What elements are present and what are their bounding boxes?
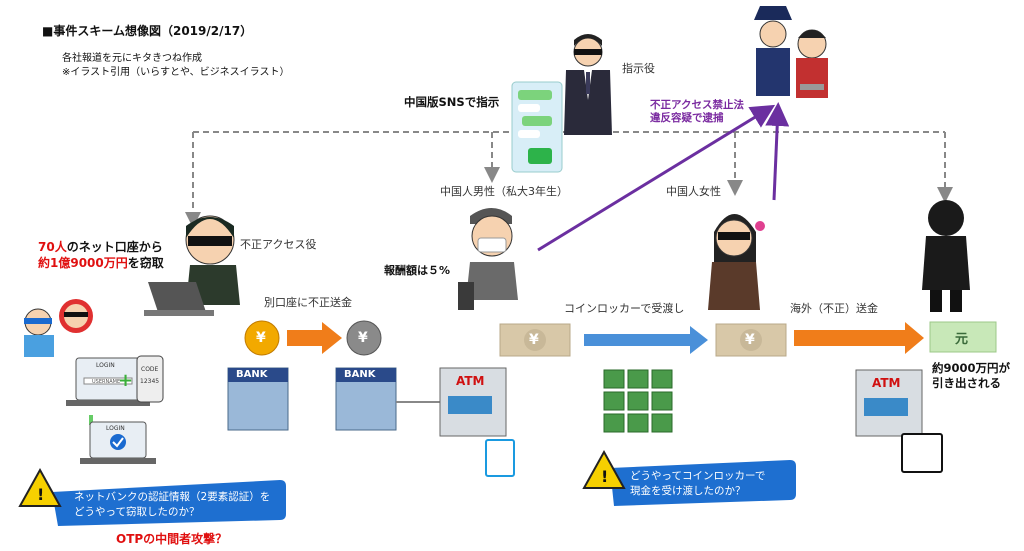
question-2-line-1: どうやってコインロッカーで xyxy=(630,470,766,482)
theft-line-2: 約1億9000万円を窃取 xyxy=(38,254,164,271)
coin-lockers xyxy=(603,369,673,433)
atm-machines xyxy=(439,367,923,437)
page-title: ■事件スキーム想像図（2019/2/17） xyxy=(42,24,253,38)
reward-label: 報酬額は５% xyxy=(384,264,451,277)
question-2-line-2: 現金を受け渡したのか？ xyxy=(630,485,746,497)
code-label: CODE xyxy=(141,366,159,373)
login-screen-icon: LOGIN xyxy=(96,362,115,369)
atm-icon: ATM xyxy=(456,374,485,388)
stolen-amount: 約1億9000万円 xyxy=(38,256,128,270)
two-factor-devices xyxy=(66,355,164,464)
card-icons xyxy=(485,433,943,477)
director-label: 指示役 xyxy=(622,62,655,75)
username-field: USERNAME xyxy=(92,379,121,385)
banknote-icon: ¥ xyxy=(745,332,755,348)
bank-buildings xyxy=(227,367,397,431)
transfer-label: 別口座に不正送金 xyxy=(264,296,352,309)
cash-flow xyxy=(499,321,997,357)
bank-icon: BANK xyxy=(344,369,376,380)
transfer-flow xyxy=(244,320,382,356)
sns-label: 中国版SNSで指示 xyxy=(404,95,500,109)
warning-mark: ! xyxy=(601,467,609,486)
code-number: 12345 xyxy=(140,378,160,385)
source-note-2: ※イラスト引用（いらすとや、ビジネスイラスト） xyxy=(62,67,290,78)
banknote-icon: ¥ xyxy=(529,332,539,348)
question-1-line-2: どうやって窃取したのか？ xyxy=(74,506,200,518)
yen-coin-icon: ¥ xyxy=(358,330,368,346)
arrest-arrows xyxy=(537,102,790,252)
hacker-figure xyxy=(144,215,240,316)
warning-mark: ! xyxy=(37,485,45,504)
theft-line-2-rest: を窃取 xyxy=(127,256,164,270)
plus-icon: + xyxy=(118,370,134,391)
hacker-label: 不正アクセス役 xyxy=(240,238,317,251)
arrest-label-2: 違反容疑で逮捕 xyxy=(650,112,724,124)
chat-app xyxy=(511,81,563,173)
login-screen-icon: LOGIN xyxy=(106,425,125,432)
overseas-receiver-figure xyxy=(922,200,970,312)
arrest-label-1: 不正アクセス禁止法 xyxy=(650,99,744,111)
victim-figures xyxy=(24,299,93,357)
police-arrest-figure xyxy=(754,6,828,98)
atm-icon: ATM xyxy=(872,376,901,390)
victim-count: 70人 xyxy=(38,240,67,254)
female-courier-figure xyxy=(708,214,765,310)
instruction-lines xyxy=(185,131,953,228)
director-figure xyxy=(564,34,612,135)
overseas-label: 海外（不正）送金 xyxy=(790,302,878,315)
female-courier-label: 中国人女性 xyxy=(666,185,721,198)
yuan-note-icon: 元 xyxy=(955,332,969,347)
warning-icon xyxy=(18,449,626,507)
source-note-1: 各社報道を元にキタきつね作成 xyxy=(62,53,202,64)
yen-coin-icon: ¥ xyxy=(256,330,266,346)
withdraw-label-2: 引き出される xyxy=(932,376,1001,390)
theft-line-1-rest: のネット口座から xyxy=(66,240,163,254)
theft-line-1: 70人のネット口座から xyxy=(38,238,163,255)
male-courier-label: 中国人男性（私大3年生） xyxy=(440,185,568,198)
male-courier-figure xyxy=(458,208,518,310)
bank-icon: BANK xyxy=(236,369,268,380)
question-1-line-1: ネットバンクの認証情報（2要素認証）を xyxy=(74,491,271,503)
locker-label: コインロッカーで受渡し xyxy=(564,302,685,315)
withdraw-label-1: 約9000万円が xyxy=(932,361,1011,375)
otp-hypothesis: OTPの中間者攻撃？ xyxy=(116,532,228,546)
